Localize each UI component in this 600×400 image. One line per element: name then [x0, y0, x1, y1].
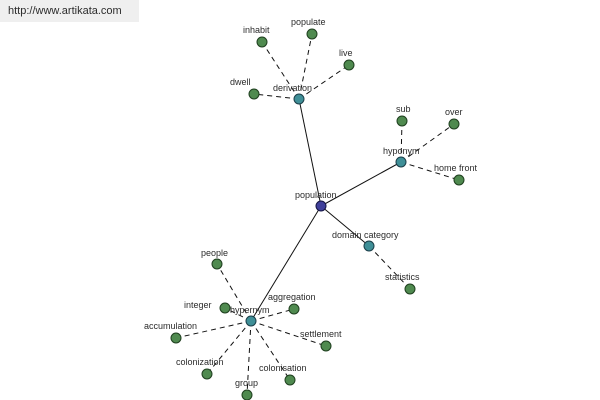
- node-label-live: live: [339, 48, 353, 58]
- edge-hyponym-to-sub: [400, 120, 403, 163]
- node-label-people: people: [201, 248, 228, 258]
- node-label-aggregation: aggregation: [268, 292, 316, 302]
- edge-center-to-derivation: [298, 98, 322, 207]
- hub-node-circle[interactable]: [395, 156, 407, 168]
- node-people[interactable]: people: [201, 248, 228, 270]
- node-statistics[interactable]: statistics: [385, 272, 420, 295]
- leaf-node-circle[interactable]: [320, 340, 332, 352]
- leaf-node-circle[interactable]: [256, 36, 268, 48]
- leaf-node-circle[interactable]: [343, 59, 355, 71]
- leaf-node-circle[interactable]: [248, 88, 260, 100]
- edge-hypernym-to-settlement: [250, 320, 327, 347]
- node-colonization[interactable]: colonization: [176, 357, 224, 380]
- edge-hypernym-to-aggregation: [250, 308, 295, 322]
- node-label-accumulation: accumulation: [144, 321, 197, 331]
- edge-hypernym-to-people: [216, 263, 252, 322]
- leaf-node-circle[interactable]: [396, 115, 408, 127]
- node-label-dwell: dwell: [230, 77, 251, 87]
- edge-hyponym-to-over: [400, 123, 455, 163]
- leaf-node-circle[interactable]: [448, 118, 460, 130]
- edge-hypernym-to-accumulation: [175, 320, 252, 339]
- node-label-hyponym: hyponym: [383, 146, 420, 156]
- node-label-over: over: [445, 107, 463, 117]
- node-aggregation[interactable]: aggregation: [268, 292, 316, 315]
- node-derivation[interactable]: derivation: [273, 83, 312, 105]
- edge-center-to-domain-category: [320, 205, 370, 247]
- edge-derivation-to-populate: [298, 33, 313, 100]
- center-node-circle[interactable]: [315, 200, 327, 212]
- node-integer[interactable]: integer: [184, 300, 231, 314]
- node-label-integer: integer: [184, 300, 212, 310]
- edge-center-to-hyponym: [320, 161, 402, 207]
- hub-node-circle[interactable]: [293, 93, 305, 105]
- leaf-node-circle[interactable]: [288, 303, 300, 315]
- node-label-populate: populate: [291, 17, 326, 27]
- node-domain-category[interactable]: domain category: [332, 230, 399, 252]
- node-label-colonisation: colonisation: [259, 363, 307, 373]
- node-live[interactable]: live: [339, 48, 355, 71]
- node-label-domain-category: domain category: [332, 230, 399, 240]
- node-inhabit[interactable]: inhabit: [243, 25, 270, 48]
- hub-node-circle[interactable]: [363, 240, 375, 252]
- node-home-front[interactable]: home front: [434, 163, 478, 186]
- leaf-node-circle[interactable]: [241, 389, 253, 400]
- node-sub[interactable]: sub: [396, 104, 411, 127]
- edge-hyponym-to-home-front: [400, 161, 460, 181]
- edge-hypernym-to-colonization: [206, 320, 252, 375]
- edge-derivation-to-live: [298, 64, 350, 100]
- node-label-group: group: [235, 378, 258, 388]
- node-populate[interactable]: populate: [291, 17, 326, 40]
- edge-hypernym-to-colonisation: [250, 320, 291, 381]
- node-label-home-front: home front: [434, 163, 478, 173]
- node-label-statistics: statistics: [385, 272, 420, 282]
- node-label-colonization: colonization: [176, 357, 224, 367]
- source-url[interactable]: http://www.artikata.com: [0, 0, 139, 22]
- node-label-inhabit: inhabit: [243, 25, 270, 35]
- node-settlement[interactable]: settlement: [300, 329, 342, 352]
- edge-derivation-to-dwell: [253, 93, 300, 100]
- leaf-node-circle[interactable]: [284, 374, 296, 386]
- node-hypernym[interactable]: hypernym: [230, 305, 270, 327]
- leaf-node-circle[interactable]: [219, 302, 231, 314]
- node-dwell[interactable]: dwell: [230, 77, 260, 100]
- hub-node-circle[interactable]: [245, 315, 257, 327]
- leaf-node-circle[interactable]: [211, 258, 223, 270]
- edge-center-to-hypernym: [250, 205, 322, 322]
- node-over[interactable]: over: [445, 107, 463, 130]
- edge-domain-category-to-statistics: [368, 245, 411, 290]
- node-label-settlement: settlement: [300, 329, 342, 339]
- leaf-node-circle[interactable]: [404, 283, 416, 295]
- leaf-node-circle[interactable]: [170, 332, 182, 344]
- node-group[interactable]: group: [235, 378, 258, 400]
- node-accumulation[interactable]: accumulation: [144, 321, 197, 344]
- leaf-node-circle[interactable]: [453, 174, 465, 186]
- leaf-node-circle[interactable]: [306, 28, 318, 40]
- edge-hypernym-to-group: [246, 320, 252, 396]
- node-label-hypernym: hypernym: [230, 305, 270, 315]
- node-hyponym[interactable]: hyponym: [383, 146, 420, 168]
- node-label-sub: sub: [396, 104, 411, 114]
- node-population[interactable]: population: [295, 190, 337, 212]
- edge-derivation-to-inhabit: [261, 41, 300, 100]
- leaf-node-circle[interactable]: [201, 368, 213, 380]
- node-colonisation[interactable]: colonisation: [259, 363, 307, 386]
- node-label-population: population: [295, 190, 337, 200]
- node-label-derivation: derivation: [273, 83, 312, 93]
